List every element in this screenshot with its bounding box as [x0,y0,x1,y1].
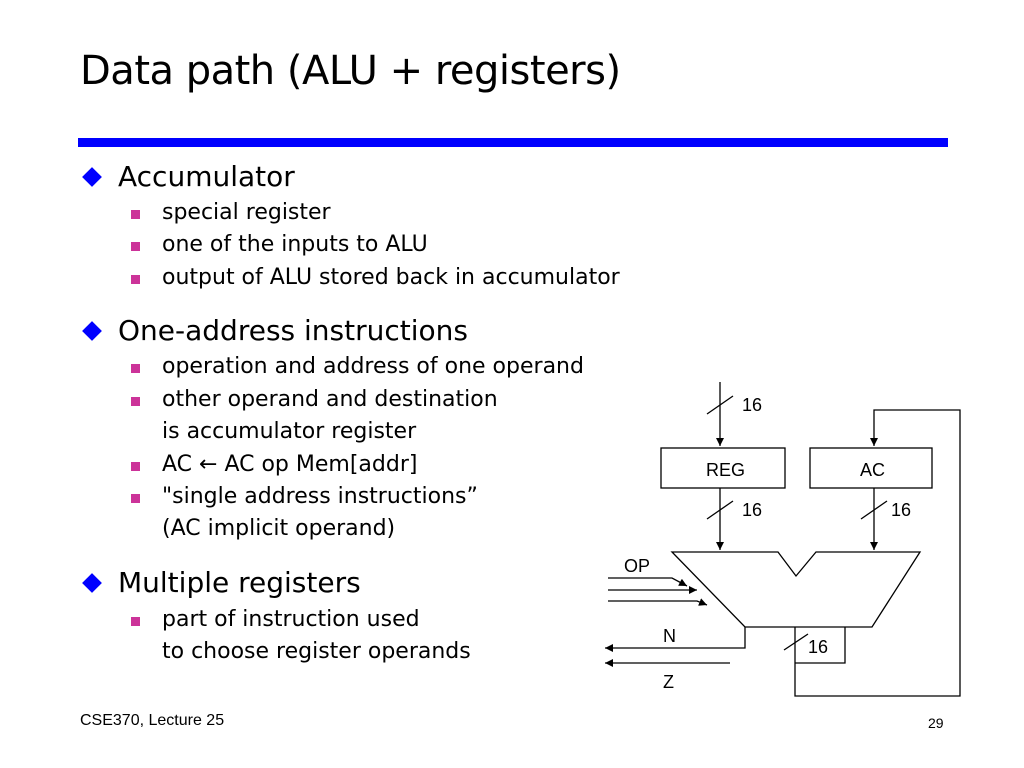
bus-width-slash [706,395,734,415]
slide-title: Data path (ALU + registers) [80,48,621,94]
sub-bullet-text: "single address instructions” [162,484,478,509]
alu-output-box [795,627,846,664]
sub-bullet-text: output of ALU stored back in accumulator [162,265,620,290]
bullet-accumulator: Accumulator [82,160,295,193]
square-bullet-icon [131,617,140,626]
title-rule [78,138,948,147]
ac-label: AC [860,460,885,480]
alu-feedback-wire [794,409,961,697]
control-input-wire [608,598,708,606]
footer-course: CSE370, Lecture 25 [80,712,225,729]
sub-bullet-text: part of instruction used [162,607,420,632]
bus-width-label: 16 [891,500,911,520]
op-label: OP [624,556,650,576]
alu-shape [670,551,922,628]
sub-bullet-text: one of the inputs to ALU [162,232,428,257]
square-bullet-icon [131,242,140,251]
square-bullet-icon [131,462,140,471]
sub-bullet-text: special register [162,200,331,225]
bullet-heading: Accumulator [118,160,295,193]
square-bullet-icon [131,210,140,219]
ac-box [809,447,933,489]
bus-width-slash [706,500,734,520]
reg-box [660,447,786,489]
square-bullet-icon [131,397,140,406]
bullet-heading: One-address instructions [118,314,468,347]
sub-bullet-text: operation and address of one operand [162,354,584,379]
sub-bullet-text: AC ← AC op Mem[addr] [162,452,418,477]
bus-width-label: 16 [742,395,762,415]
bullet-heading: Multiple registers [118,566,361,599]
bullet-multiple-registers: Multiple registers [82,566,361,599]
square-bullet-icon [131,364,140,373]
bus-width-slash [860,500,888,520]
sub-bullet-text-continued: (AC implicit operand) [162,516,396,541]
z-flag-label: Z [663,672,674,692]
bus-width-slash [783,633,809,651]
page-number: 29 [928,715,944,731]
op-input-wire [608,577,688,587]
sub-bullet-text-continued: to choose register operands [162,639,471,664]
bus-width-label: 16 [742,500,762,520]
n-output-wire [605,627,746,652]
sub-bullet-text: other operand and destination [162,387,498,412]
bus-width-label: 16 [808,637,828,657]
square-bullet-icon [131,494,140,503]
reg-label: REG [706,460,745,480]
n-flag-label: N [663,626,676,646]
bullet-one-address: One-address instructions [82,314,468,347]
square-bullet-icon [131,275,140,284]
sub-bullet-text-continued: is accumulator register [162,419,417,444]
